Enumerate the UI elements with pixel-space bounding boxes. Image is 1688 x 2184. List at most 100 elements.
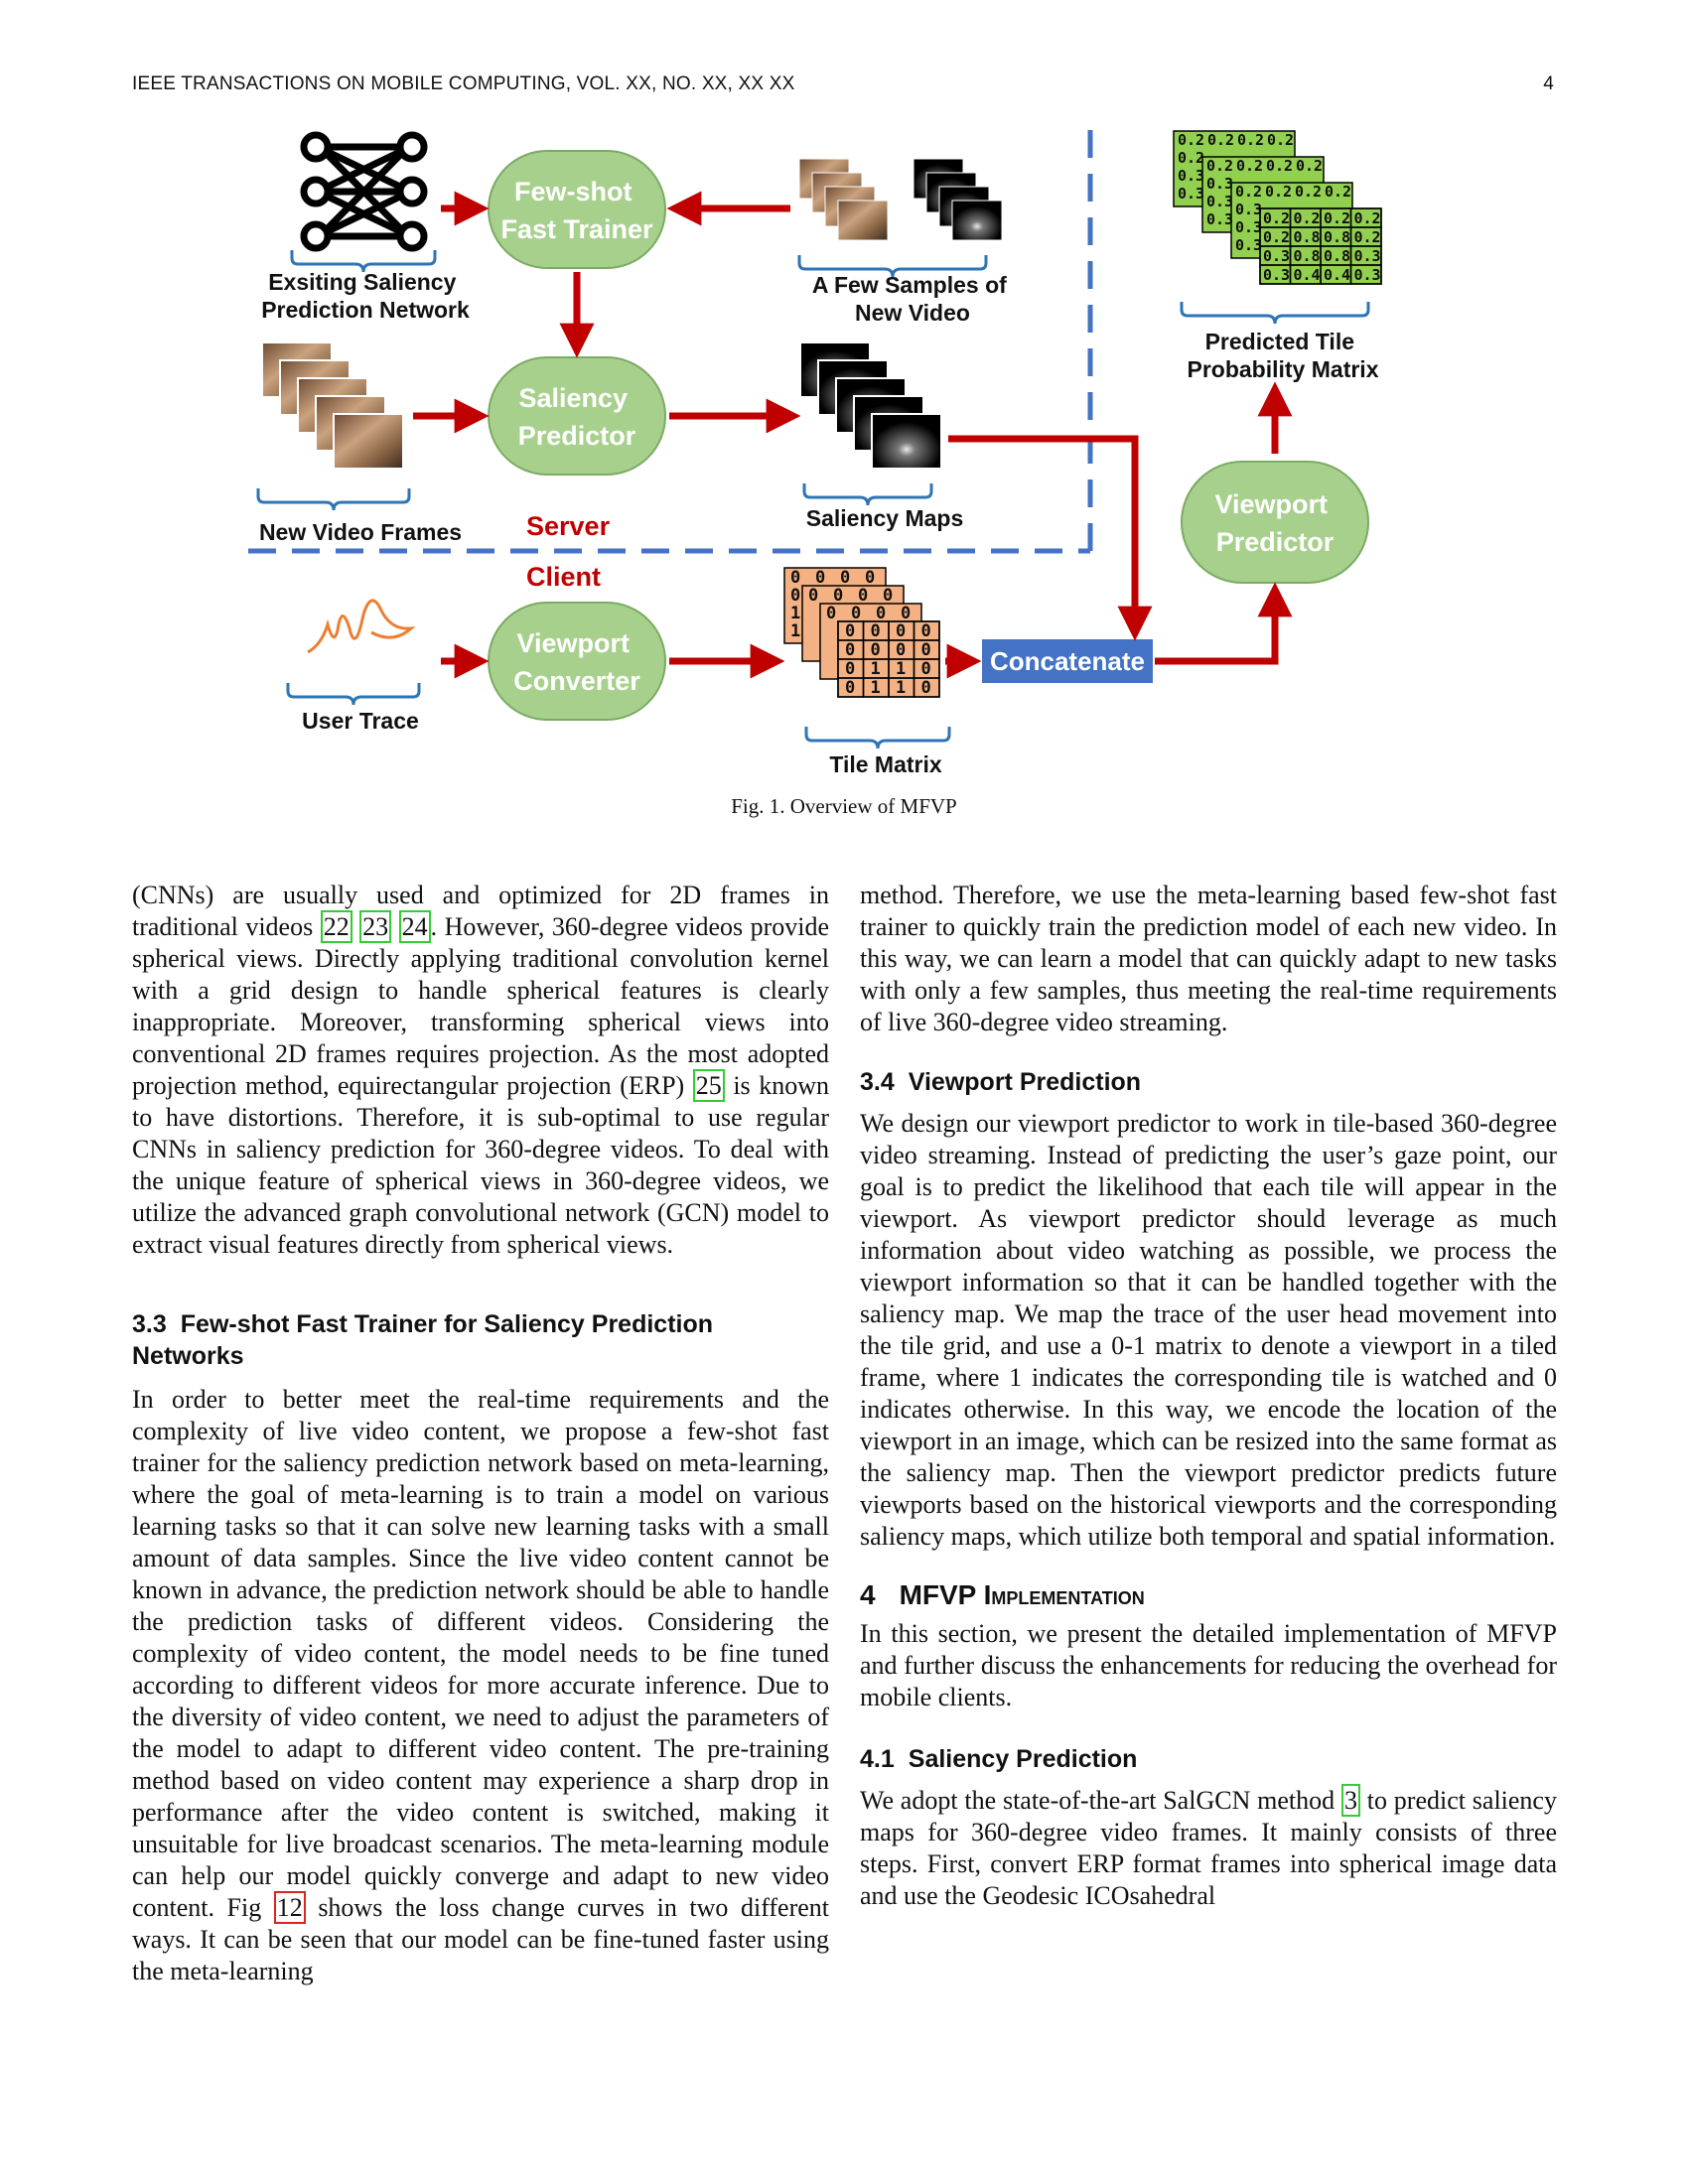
few-samples-frames [798, 158, 889, 241]
svg-text:Few-shot Fast Trainer: Few-shot Fast Trainer [500, 177, 653, 244]
brace-few-samples [797, 255, 988, 278]
probability-matrix-value: 0.2 [1324, 209, 1350, 227]
label-predicted-matrix: Predicted Tile Probability Matrix [1188, 329, 1379, 382]
tile-matrix-value: 0 [921, 621, 931, 641]
right-column: method. Therefore, we use the meta-learn… [860, 880, 1557, 1912]
svg-text:0: 0 [833, 586, 843, 606]
figure-caption: Fig. 1. Overview of MFVP [731, 794, 957, 818]
svg-text:0.3: 0.3 [1235, 218, 1262, 236]
svg-text:Saliency Predictor: Saliency Predictor [518, 383, 636, 451]
label-server: Server [526, 511, 611, 541]
svg-text:0.2: 0.2 [1267, 131, 1294, 149]
tile-matrix-value: 1 [896, 659, 906, 679]
svg-text:0.2: 0.2 [1178, 131, 1204, 149]
citation-link[interactable]: 25 [692, 1069, 725, 1102]
tile-matrix-value: 1 [871, 678, 881, 698]
svg-text:0.2: 0.2 [1206, 157, 1233, 175]
probability-matrix-value: 0.4 [1294, 266, 1321, 284]
neural-network-icon [300, 131, 428, 252]
svg-text:0: 0 [840, 568, 850, 588]
tile-matrix-value: 1 [871, 659, 881, 679]
label-saliency-maps: Saliency Maps [806, 505, 964, 531]
svg-text:0: 0 [815, 568, 825, 588]
viewport-converter-box: Viewport Converter [488, 602, 666, 721]
probability-matrix-value: 0.2 [1263, 209, 1290, 227]
svg-text:Viewport Converter: Viewport Converter [513, 628, 640, 696]
running-header: IEEE TRANSACTIONS ON MOBILE COMPUTING, V… [132, 73, 1554, 99]
probability-matrix-value: 0.4 [1324, 266, 1350, 284]
svg-text:0: 0 [808, 586, 818, 606]
svg-text:0.2: 0.2 [1207, 131, 1234, 149]
svg-text:0.3: 0.3 [1178, 167, 1204, 185]
citation-link[interactable]: 24 [398, 910, 431, 943]
paragraph-meta-learning-cont: method. Therefore, we use the meta-learn… [860, 881, 1557, 1036]
tile-matrix-value: 0 [921, 659, 931, 679]
tile-matrix-value: 0 [871, 621, 881, 641]
paragraph-saliency-prediction: We adopt the state-of-the-art SalGCN met… [860, 1784, 1557, 1910]
concatenate-box: Concatenate [982, 639, 1153, 683]
tile-matrix-value: 0 [845, 621, 855, 641]
probability-matrix-value: 0.3 [1263, 266, 1290, 284]
svg-text:0.3: 0.3 [1206, 175, 1233, 193]
svg-text:Viewport Predictor: Viewport Predictor [1214, 489, 1335, 557]
brace-probability-matrix [1180, 302, 1370, 325]
saliency-maps-stack [799, 341, 942, 470]
paragraph-viewport-prediction: We design our viewport predictor to work… [860, 1109, 1557, 1551]
paragraph-few-shot-trainer: In order to better meet the real-time re… [132, 1385, 829, 1985]
svg-text:0.3: 0.3 [1235, 236, 1262, 254]
tile-matrix-value: 0 [845, 659, 855, 679]
probability-matrix-cell [1349, 264, 1382, 285]
probability-matrix-value: 0.2 [1263, 228, 1290, 246]
svg-text:0.2: 0.2 [1295, 183, 1322, 201]
server-client-divider [248, 119, 1093, 554]
svg-text:0: 0 [865, 568, 875, 588]
citation-link[interactable]: 3 [1340, 1784, 1360, 1817]
svg-text:0.3: 0.3 [1235, 201, 1262, 218]
tile-matrix-value: 0 [871, 640, 881, 660]
svg-text:0: 0 [851, 604, 861, 623]
svg-text:0.3: 0.3 [1178, 185, 1204, 203]
svg-text:0.2: 0.2 [1296, 157, 1323, 175]
probability-matrix-value: 0.3 [1354, 266, 1381, 284]
brace-existing-network [290, 250, 437, 273]
svg-text:0.2: 0.2 [1235, 183, 1262, 201]
probability-matrix-value: 0.8 [1324, 247, 1350, 265]
svg-text:0.2: 0.2 [1325, 183, 1351, 201]
user-trace-icon [307, 599, 416, 654]
tile-matrix-value: 0 [921, 678, 931, 698]
tile-matrix-value: 0 [845, 678, 855, 698]
probability-matrix-value: 0.8 [1294, 228, 1321, 246]
saliency-predictor-box: Saliency Predictor [488, 356, 666, 476]
figure-ref-link[interactable]: 12 [273, 1891, 306, 1924]
svg-text:0.2: 0.2 [1178, 149, 1204, 167]
svg-text:0.3: 0.3 [1206, 210, 1233, 228]
probability-matrix-value: 0.3 [1263, 247, 1290, 265]
svg-text:0: 0 [790, 568, 800, 588]
brace-tile-matrix [804, 727, 951, 750]
journal-title: IEEE TRANSACTIONS ON MOBILE COMPUTING, V… [132, 73, 795, 94]
brace-saliency-maps [802, 483, 933, 506]
probability-matrix-value: 0.2 [1294, 209, 1321, 227]
citation-link[interactable]: 23 [359, 910, 392, 943]
svg-text:0: 0 [876, 604, 886, 623]
svg-text:0.3: 0.3 [1206, 193, 1233, 210]
svg-text:0.2: 0.2 [1265, 183, 1292, 201]
paragraph-cnn-spherical: (CNNs) are usually used and optimized fo… [132, 881, 829, 1259]
label-existing-network: Exsiting Saliency Prediction Network [261, 269, 470, 323]
tile-matrix-value: 0 [921, 640, 931, 660]
citation-link[interactable]: 22 [320, 910, 352, 943]
svg-text:Concatenate: Concatenate [990, 646, 1145, 676]
svg-text:0.2: 0.2 [1236, 157, 1263, 175]
brace-user-trace [286, 683, 421, 706]
tile-matrix-value: 0 [845, 640, 855, 660]
svg-text:0.2: 0.2 [1266, 157, 1293, 175]
